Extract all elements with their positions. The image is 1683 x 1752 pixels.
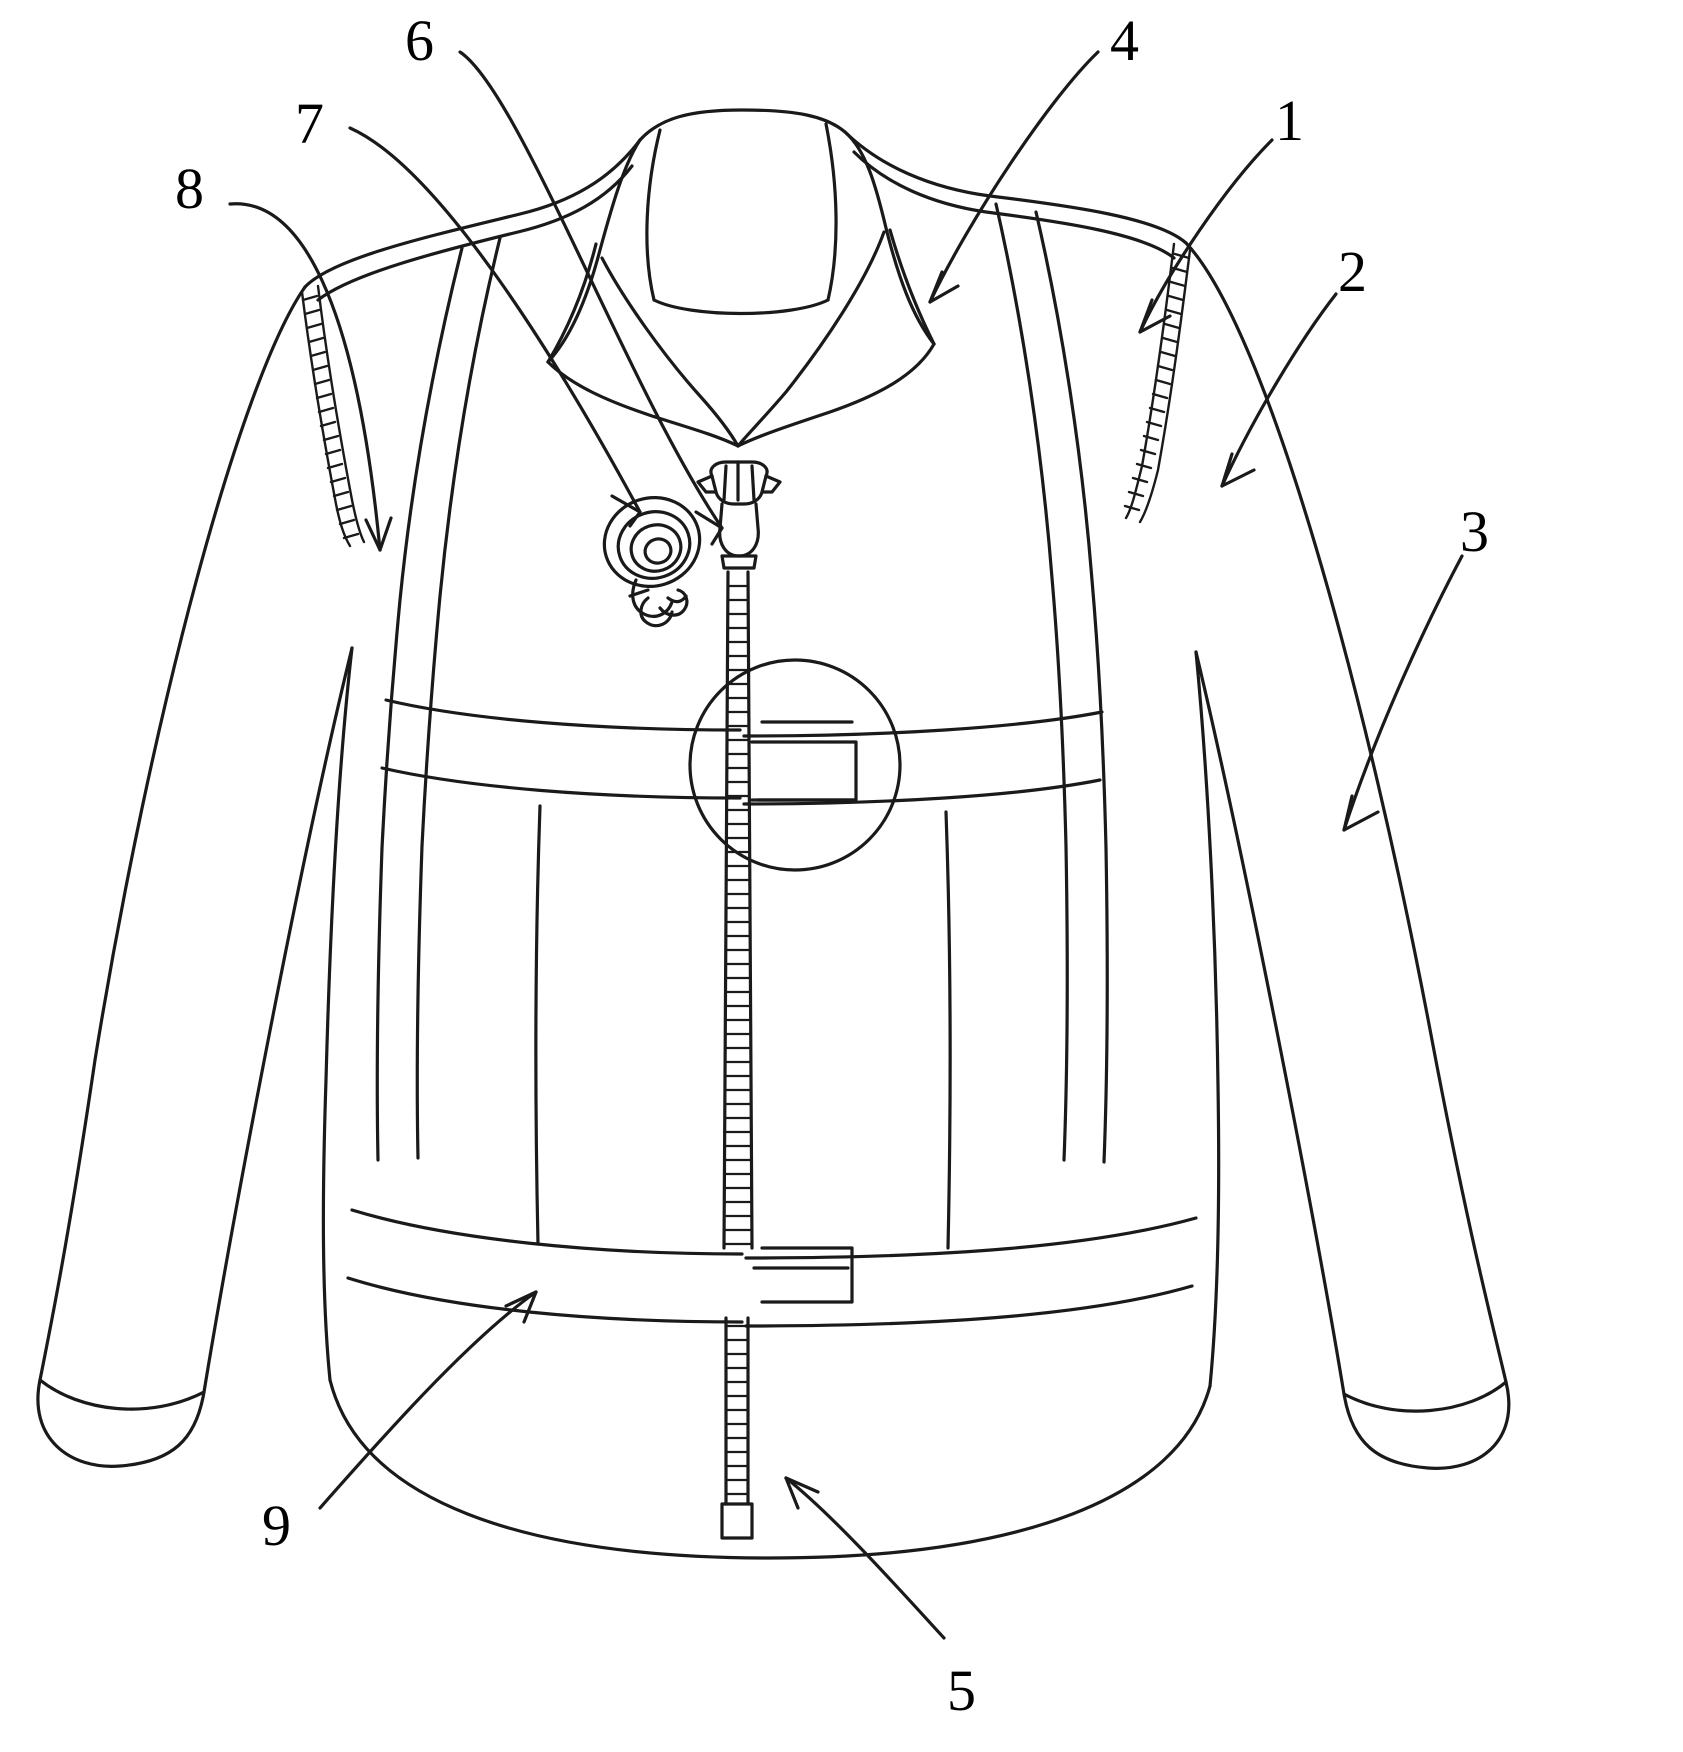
left-sleeve-cuff: [38, 1378, 206, 1411]
collar-right-inner: [736, 342, 936, 448]
collar-inner-edge-left: [546, 242, 598, 364]
left-inner-panel-edge: [534, 804, 542, 1246]
leader-3: [1342, 554, 1464, 832]
chest-band-bottom-right: [742, 778, 1102, 806]
collar-fold-left: [600, 256, 740, 448]
left-body-side-seam: [321, 646, 354, 1382]
left-front-strap-lower2: [415, 844, 424, 1160]
right-front-strap-lower: [1102, 846, 1109, 1164]
right-shoulder-zip-strip: [1123, 242, 1192, 524]
right-sleeve-outline: [1184, 241, 1511, 1470]
zipper-slider-shoulder-left: [696, 474, 718, 494]
arrow-8: [364, 516, 393, 552]
arrow-9: [504, 1290, 538, 1324]
leader-6: [458, 50, 724, 530]
chest-band-top-left: [384, 698, 742, 732]
zipper-teeth: [722, 584, 754, 1246]
detail-circle-callout: [688, 658, 902, 872]
ref-numeral-1: 1: [1275, 88, 1304, 153]
leader-7: [348, 126, 642, 514]
collar-stand-bottom: [652, 298, 830, 316]
lower-band-top-right: [744, 1216, 1198, 1260]
detail-flap-box: [750, 740, 858, 802]
lower-zipper-end-stop: [720, 1502, 754, 1540]
left-front-strap-lower: [375, 846, 384, 1162]
arrow-7: [610, 494, 642, 528]
leader-5: [784, 1476, 946, 1640]
ref-numeral-2: 2: [1338, 239, 1367, 304]
left-front-strap-outer: [380, 246, 464, 850]
collar-left-inner: [546, 360, 740, 448]
leader-1: [1138, 138, 1274, 334]
ref-numeral-9: 9: [262, 1493, 291, 1558]
lower-band-bottom-left: [346, 1276, 744, 1324]
left-front-strap-inner: [420, 236, 502, 848]
arrow-2: [1220, 452, 1256, 488]
collar-fold-right: [736, 230, 886, 448]
leader-lines: [228, 50, 1464, 1640]
lower-band-top-left: [350, 1208, 744, 1256]
right-inner-panel-edge: [944, 810, 952, 1250]
ref-numeral-7: 7: [295, 91, 324, 156]
arrow-1: [1138, 298, 1172, 334]
collar-stand-right: [824, 122, 838, 302]
right-front-strap-lower2: [1062, 844, 1069, 1162]
right-body-side-seam: [1194, 650, 1221, 1388]
body-outline-right: [843, 130, 1188, 245]
arrow-4: [928, 270, 960, 304]
ref-numeral-6: 6: [405, 8, 434, 73]
lower-band-bottom-right: [744, 1284, 1194, 1328]
lower-flap-box: [760, 1246, 854, 1304]
chest-band-bottom-left: [380, 766, 742, 800]
ref-numeral-5: 5: [947, 1658, 976, 1723]
arrow-3: [1342, 794, 1380, 832]
arrow-6: [694, 510, 724, 546]
left-shoulder-zip-strip: [300, 284, 366, 548]
collar-inner-edge-right: [888, 228, 936, 346]
right-sleeve-cuff: [1342, 1380, 1508, 1413]
zipper-slider-detail-1: [722, 464, 728, 502]
lower-zipper-teeth: [724, 1324, 750, 1496]
right-front-strap-inner: [994, 202, 1068, 848]
zipper-slider-neck: [718, 502, 760, 558]
ref-numeral-3: 3: [1460, 499, 1489, 564]
ref-numeral-8: 8: [175, 156, 204, 221]
chest-band-top-right: [742, 710, 1104, 738]
collar-outer: [638, 108, 936, 346]
hem-bottom: [328, 1378, 1212, 1560]
zipper-slider-shoulder-right: [760, 474, 782, 494]
leader-4: [928, 50, 1100, 304]
right-shoulder-seam: [852, 150, 1176, 260]
zipper-slider-detail-3: [750, 464, 756, 502]
arrow-5: [784, 1476, 820, 1510]
leader-9: [318, 1290, 538, 1510]
body-outline-left: [303, 138, 642, 289]
left-shoulder-seam: [316, 164, 634, 302]
leader-8: [228, 202, 382, 552]
ref-numeral-4: 4: [1110, 8, 1139, 73]
collar-stand-left: [645, 128, 662, 302]
chest-rotary-fastener: [602, 496, 702, 628]
right-front-strap-outer: [1034, 210, 1108, 850]
leader-2: [1220, 292, 1338, 488]
zipper-slider-bottom-bar: [720, 554, 758, 570]
collar-left-outer: [546, 138, 642, 364]
left-sleeve-outline: [36, 285, 354, 1468]
